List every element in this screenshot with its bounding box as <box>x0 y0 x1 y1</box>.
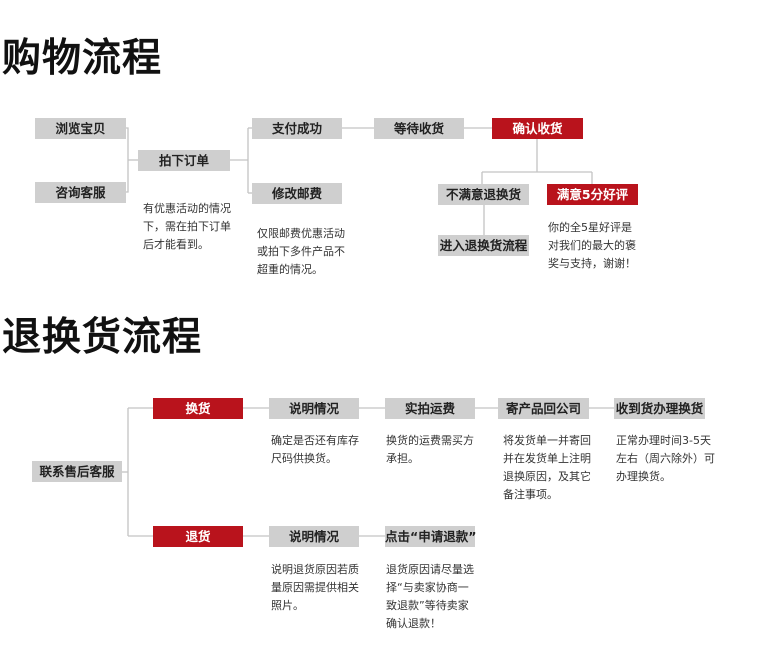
browse-product-box: 浏览宝贝 <box>35 118 126 139</box>
exchange-box: 换货 <box>153 398 243 419</box>
postage-note: 仅限邮费优惠活动 或拍下多件产品不 超重的情况。 <box>257 227 345 276</box>
send-back-box: 寄产品回公司 <box>498 398 589 419</box>
apply-refund-note: 退货原因请尽量选 择“与卖家协商一 致退款”等待卖家 确认退款！ <box>386 563 474 630</box>
consult-service-box: 咨询客服 <box>35 182 126 203</box>
explain-exchange-box: 说明情况 <box>269 398 359 419</box>
satisfied-review-box: 满意5分好评 <box>547 184 638 205</box>
order-note: 有优惠活动的情况 下，需在拍下订单 后才能看到。 <box>143 202 231 251</box>
apply-refund-box: 点击“申请退款” <box>385 526 476 547</box>
shopping-flow-title: 购物流程 <box>2 36 163 81</box>
place-order-box: 拍下订单 <box>138 150 230 171</box>
explain-exchange-note: 确定是否还有库存 尺码供换货。 <box>271 434 359 465</box>
enter-return-flow-box: 进入退换货流程 <box>438 235 529 256</box>
shipping-note: 换货的运费需买方 承担。 <box>386 434 474 465</box>
refund-box: 退货 <box>153 526 243 547</box>
confirm-receive-box: 确认收货 <box>492 118 583 139</box>
payment-success-box: 支付成功 <box>252 118 342 139</box>
wait-receive-box: 等待收货 <box>374 118 464 139</box>
return-flow-title: 退换货流程 <box>2 315 203 360</box>
receive-exchange-note: 正常办理时间3-5天 左右（周六除外）可 办理换货。 <box>616 434 715 483</box>
praise-note: 你的全5星好评是 对我们的最大的褒 奖与支持，谢谢！ <box>548 221 636 270</box>
contact-aftersales-box: 联系售后客服 <box>32 461 122 482</box>
unsatisfied-return-box: 不满意退换货 <box>438 184 529 205</box>
explain-refund-box: 说明情况 <box>269 526 359 547</box>
modify-postage-box: 修改邮费 <box>252 183 342 204</box>
explain-refund-note: 说明退货原因若质 量原因需提供相关 照片。 <box>271 563 359 612</box>
photo-shipping-box: 实拍运费 <box>385 398 475 419</box>
receive-exchange-box: 收到货办理换货 <box>614 398 705 419</box>
send-back-note: 将发货单一并寄回 并在发货单上注明 退换原因，及其它 备注事项。 <box>503 434 591 501</box>
